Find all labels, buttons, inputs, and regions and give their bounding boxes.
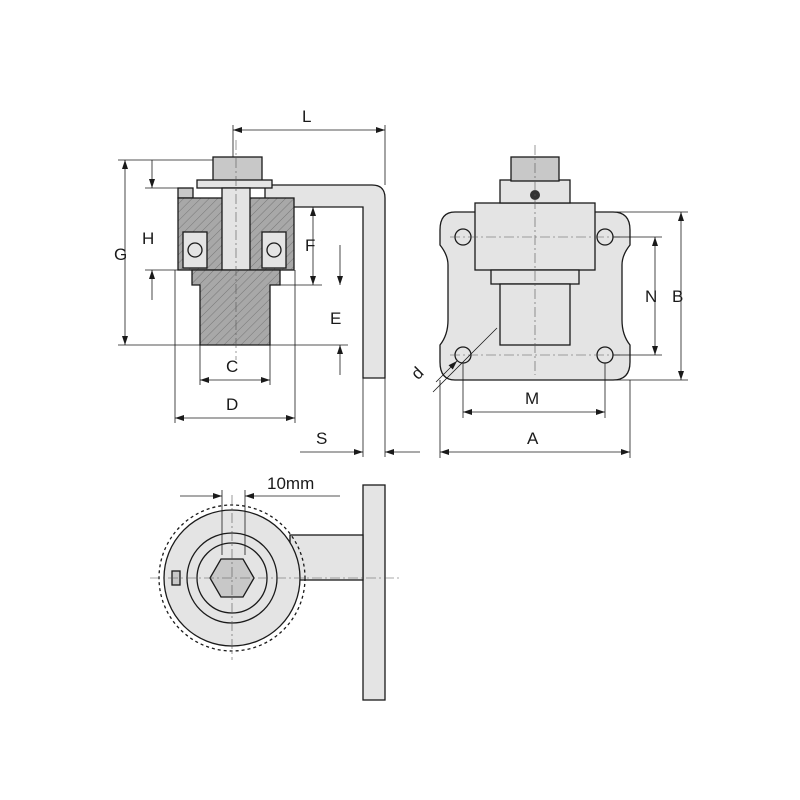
washer (196, 179, 273, 189)
dim-B: B (672, 287, 683, 306)
top-flange (362, 484, 386, 701)
dim-H: H (142, 229, 154, 248)
dim-M: M (525, 389, 539, 408)
dim-E: E (330, 309, 341, 328)
top-dimensions: 10mm (180, 474, 340, 555)
dim-10mm: 10mm (267, 474, 314, 493)
top-arm (289, 534, 364, 581)
dim-S: S (316, 429, 327, 448)
dim-G: G (114, 245, 127, 264)
bearing-right (261, 231, 287, 269)
dim-N: N (645, 287, 657, 306)
hex-nut (212, 156, 263, 182)
front-view (439, 145, 631, 381)
dim-d: d (407, 363, 427, 383)
dim-A: A (527, 429, 539, 448)
grease-nipple (177, 187, 194, 199)
bearing-left (182, 231, 208, 269)
dim-C: C (226, 357, 238, 376)
dim-D: D (226, 395, 238, 414)
front-dimensions: N B M A d (407, 211, 688, 458)
side-dimensions: L G H F E C D S (114, 107, 420, 457)
side-section-view (177, 140, 386, 379)
top-view (150, 484, 400, 701)
dim-L: L (302, 107, 311, 126)
dim-F: F (305, 236, 315, 255)
